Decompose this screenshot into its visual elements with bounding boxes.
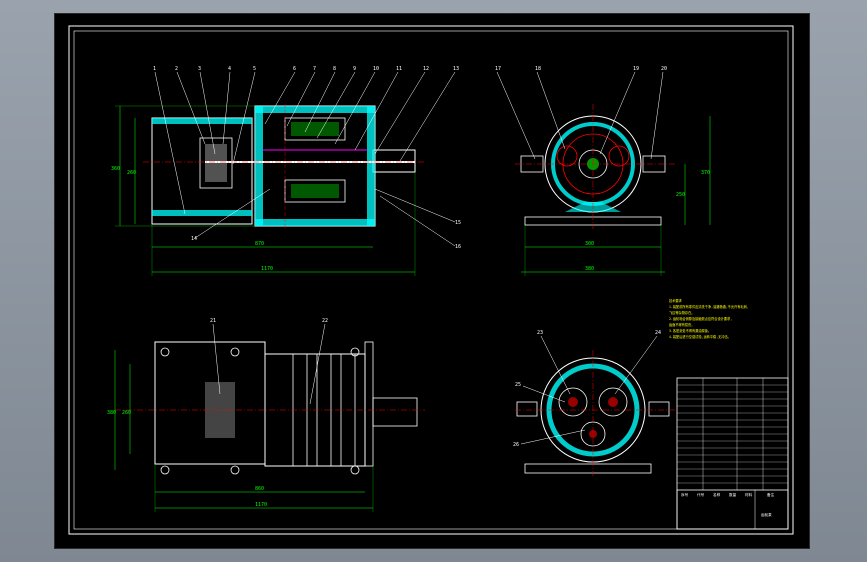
- part-number-22: 22: [322, 318, 328, 324]
- housing-outline: [151, 117, 253, 225]
- gear-hub: [568, 397, 578, 407]
- header-cell-remark: 备注: [767, 492, 775, 497]
- technical-notes: 技术要求 1.装配前所有零件应清洗干净,油路畅通,不允许有毛刺、 飞边等杂物存在…: [669, 298, 750, 339]
- part-number-13: 13: [453, 66, 459, 72]
- section-hatch: [152, 118, 252, 124]
- notes-line: 2.齿轮啮合侧隙及接触斑点应符合设计要求,: [669, 316, 732, 321]
- dim-height-outer: 360: [111, 166, 120, 172]
- part-number-7: 7: [313, 66, 316, 72]
- section-view-leaders: [520, 335, 658, 445]
- part-number-18: 18: [535, 66, 541, 72]
- gear-teeth: [291, 184, 339, 198]
- inner-frame: [73, 30, 789, 530]
- flange-left: [516, 401, 538, 417]
- flange-right: [648, 401, 670, 417]
- dim-top-length-outer: 1170: [255, 502, 267, 508]
- part-number-24: 24: [655, 330, 661, 336]
- top-flange: [364, 341, 374, 467]
- outer-frame: [68, 25, 794, 535]
- top-view-leaders: [212, 323, 326, 405]
- title-block: 序号 代号 名称 数量 材料 备注 齿轮泵: [676, 377, 789, 530]
- planet-gear-left: [556, 145, 578, 167]
- notes-line: 4.装配后进行空载试验,运转平稳,无冲击。: [669, 334, 731, 339]
- part-number-25: 25: [515, 382, 521, 388]
- drawing-title: 齿轮泵: [761, 512, 772, 517]
- section-hatch: [152, 210, 252, 216]
- section-base: [524, 463, 652, 474]
- part-number-26: 26: [513, 442, 519, 448]
- notes-line: 齿面不得有损伤。: [669, 322, 695, 327]
- bolt-head: [160, 347, 170, 357]
- part-number-19: 19: [633, 66, 639, 72]
- parts-list-rows: [677, 384, 788, 484]
- bolt-head: [350, 465, 360, 475]
- front-view-leaders: [154, 71, 456, 247]
- section-gear-right: [598, 387, 628, 417]
- dim-top-width-inner: 260: [122, 410, 131, 416]
- header-cell-code: 代号: [697, 492, 705, 497]
- dim-side-width: 300: [585, 241, 594, 247]
- bolt-head: [230, 347, 240, 357]
- side-view: 300 380 250 370 17 18 19 20: [495, 66, 711, 276]
- cad-viewport[interactable]: 1170 870 360 260: [54, 13, 810, 549]
- dim-inner-length: 870: [255, 241, 264, 247]
- dim-overall-length: 1170: [261, 266, 273, 272]
- section-hatch: [255, 106, 375, 113]
- header-cell-material: 材料: [745, 492, 753, 497]
- planet-gear-right: [608, 145, 630, 167]
- title-block-frame: [676, 377, 789, 530]
- top-view: 860 1170 380 260 21 22: [107, 318, 425, 512]
- dim-height-inner: 260: [127, 170, 136, 176]
- bolt-head: [230, 465, 240, 475]
- cad-drawing: 1170 870 360 260: [68, 25, 794, 535]
- title-area: [676, 489, 789, 530]
- part-number-17: 17: [495, 66, 501, 72]
- part-number-16: 16: [455, 244, 461, 250]
- part-number-8: 8: [333, 66, 336, 72]
- notes-line: 3.各密封处不得有漏油现象。: [669, 328, 711, 333]
- part-number-5: 5: [253, 66, 256, 72]
- part-number-14: 14: [191, 236, 197, 242]
- part-number-2: 2: [175, 66, 178, 72]
- part-number-11: 11: [396, 66, 402, 72]
- part-number-10: 10: [373, 66, 379, 72]
- dim-side-height: 250: [676, 192, 685, 198]
- section-gear-left: [558, 387, 588, 417]
- part-number-21: 21: [210, 318, 216, 324]
- bolt-head: [350, 347, 360, 357]
- part-number-6: 6: [293, 66, 296, 72]
- gear-section-view: 23 24 25 26: [513, 330, 675, 476]
- part-number-12: 12: [423, 66, 429, 72]
- header-cell-name: 名称: [713, 492, 721, 497]
- notes-title: 技术要求: [669, 298, 683, 303]
- bolt-head: [160, 465, 170, 475]
- part-number-9: 9: [353, 66, 356, 72]
- top-shaft-outlet: [372, 397, 418, 427]
- notes-line: 1.装配前所有零件应清洗干净,油路畅通,不允许有毛刺、: [669, 304, 750, 309]
- flange-right: [642, 155, 666, 173]
- section-hatch: [255, 106, 263, 226]
- front-section-view: 1170 870 360 260: [111, 66, 461, 276]
- dim-side-overall-height: 370: [701, 170, 710, 176]
- part-number-23: 23: [537, 330, 543, 336]
- header-cell-qty: 数量: [729, 492, 737, 497]
- dim-side-base-width: 380: [585, 266, 594, 272]
- section-hatch: [367, 106, 375, 226]
- side-view-leaders: [496, 71, 664, 160]
- gear-teeth: [291, 122, 339, 136]
- notes-line: 飞边等杂物存在。: [669, 310, 695, 315]
- part-number-1: 1: [153, 66, 156, 72]
- gear-hub: [608, 397, 618, 407]
- part-number-4: 4: [228, 66, 231, 72]
- section-hatch: [255, 219, 375, 226]
- header-cell-index: 序号: [681, 492, 689, 497]
- part-number-20: 20: [661, 66, 667, 72]
- part-number-15: 15: [455, 220, 461, 226]
- gear-hub: [589, 430, 597, 438]
- dim-top-width-outer: 380: [107, 410, 116, 416]
- dim-top-length-inner: 860: [255, 486, 264, 492]
- part-number-3: 3: [198, 66, 201, 72]
